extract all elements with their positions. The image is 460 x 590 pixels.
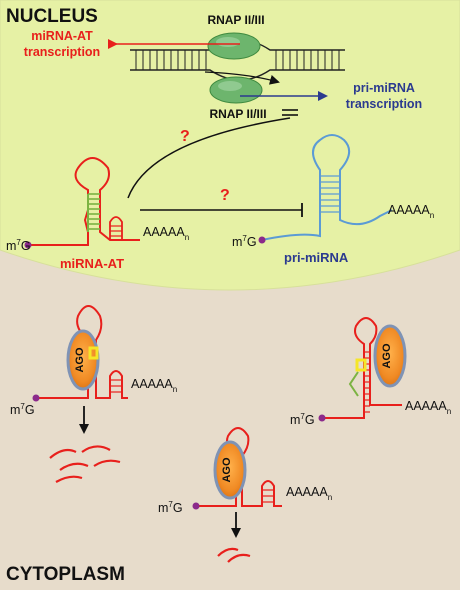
rnap-enzyme-icon	[209, 76, 263, 104]
ago-complex-left: AGO	[36, 305, 128, 399]
cytoplasm-title: CYTOPLASM	[6, 564, 125, 585]
m7g-cap-icon	[258, 236, 266, 244]
degraded-rna-fragments-icon	[49, 445, 121, 483]
pri-mirna-transcription-label-2: transcription	[346, 97, 422, 111]
polya-tail-label: AAAAAn	[286, 485, 332, 502]
pri-mirna-hairpin	[261, 134, 393, 241]
m7g-cap-label: m7G	[10, 402, 35, 417]
ago-protein-icon	[213, 440, 247, 500]
polya-tail-label: AAAAAn	[388, 203, 434, 220]
pri-mirna-transcription-label-1: pri-miRNA	[353, 81, 415, 95]
ago-label: AGO	[381, 343, 393, 369]
rnap-movement-arrow	[204, 71, 280, 85]
mirna-at-transcription-label-1: miRNA-AT	[31, 29, 93, 43]
inhibition-curve	[127, 117, 291, 199]
m7g-cap-icon	[318, 414, 326, 422]
ago-protein-icon	[66, 329, 100, 391]
m7g-cap-label: m7G	[6, 238, 31, 253]
ago-complex-right: AGO	[322, 317, 407, 419]
polya-tail-label: AAAAAn	[143, 225, 189, 242]
question-mark-1: ?	[180, 128, 190, 145]
m7g-cap-label: m7G	[232, 234, 257, 249]
mirna-at-transcription-label-2: transcription	[24, 45, 100, 59]
m7g-cap-icon	[24, 241, 32, 249]
rnap-enzyme-icon	[207, 32, 261, 60]
pri-mirna-label: pri-miRNA	[284, 250, 349, 265]
rnap-label-top: RNAP II/III	[207, 13, 264, 27]
m7g-cap-icon	[32, 394, 40, 402]
degraded-rna-fragments-icon	[217, 547, 251, 563]
polya-tail-label: AAAAAn	[131, 377, 177, 394]
inhibition-bar	[282, 109, 298, 116]
m7g-cap-label: m7G	[158, 500, 183, 515]
polya-tail-label: AAAAAn	[405, 399, 451, 416]
nucleus-title: NUCLEUS	[6, 6, 98, 27]
ago-complex-middle: AGO	[196, 427, 282, 507]
ago-protein-icon	[373, 324, 407, 388]
m7g-cap-icon	[192, 502, 200, 510]
mirna-at-hairpin	[28, 157, 140, 246]
ago-label: AGO	[74, 347, 86, 373]
rnap-label-bottom: RNAP II/III	[209, 107, 266, 121]
ago-label: AGO	[221, 457, 233, 483]
question-mark-2: ?	[220, 187, 230, 204]
mirna-at-label: miRNA-AT	[60, 256, 124, 271]
m7g-cap-label: m7G	[290, 412, 315, 427]
